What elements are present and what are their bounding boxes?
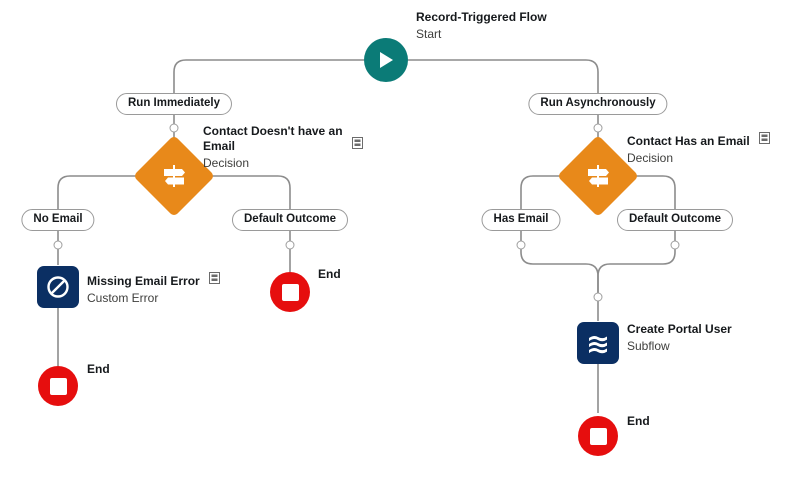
add-element-connector[interactable] <box>169 123 179 133</box>
subflow-node[interactable] <box>577 322 619 364</box>
stop-icon <box>281 283 299 301</box>
stop-icon <box>49 377 67 395</box>
add-element-connector[interactable] <box>670 240 680 250</box>
decision-signpost-icon <box>160 162 188 190</box>
subflow-waves-icon <box>589 335 607 354</box>
decision-right-label: Contact Has an Email Decision <box>627 131 771 166</box>
stop-icon <box>589 427 607 445</box>
decision-left-subtitle: Decision <box>203 156 250 170</box>
decision-left-title: Contact Doesn't have an Email <box>203 124 343 153</box>
decision-left-title-row: Contact Doesn't have an Email <box>203 124 364 155</box>
custom-error-subtitle: Custom Error <box>87 291 159 305</box>
pill-run-immediately[interactable]: Run Immediately <box>115 93 233 115</box>
end-label-default-outcome-left: End <box>318 267 341 281</box>
custom-error-node[interactable] <box>37 266 79 308</box>
description-icon[interactable] <box>759 131 771 149</box>
add-element-connector[interactable] <box>53 240 63 250</box>
pill-has-email[interactable]: Has Email <box>481 209 561 231</box>
add-element-connector[interactable] <box>516 240 526 250</box>
pill-no-email[interactable]: No Email <box>21 209 95 231</box>
decision-node-contact-doesnt-have-email[interactable] <box>132 134 216 218</box>
custom-error-label: Missing Email Error Custom Error <box>87 271 221 306</box>
start-node-label: Record-Triggered Flow Start <box>416 8 547 42</box>
add-element-connector[interactable] <box>593 123 603 133</box>
end-node-subflow[interactable] <box>578 416 618 456</box>
start-node-title: Record-Triggered Flow <box>416 10 547 24</box>
end-node-custom-error[interactable] <box>38 366 78 406</box>
description-icon[interactable] <box>209 271 221 289</box>
decision-right-title-row: Contact Has an Email <box>627 131 771 150</box>
decision-right-subtitle: Decision <box>627 151 674 165</box>
decision-signpost-icon <box>584 162 612 190</box>
prohibited-icon <box>47 276 69 298</box>
custom-error-title: Missing Email Error <box>87 274 200 288</box>
custom-error-title-row: Missing Email Error <box>87 271 221 290</box>
end-label-custom-error: End <box>87 362 110 376</box>
end-label-subflow: End <box>627 414 650 428</box>
decision-right-title: Contact Has an Email <box>627 134 750 148</box>
pill-default-outcome-right[interactable]: Default Outcome <box>616 209 734 231</box>
start-node[interactable] <box>364 38 408 82</box>
add-element-connector[interactable] <box>285 240 295 250</box>
pill-run-asynchronously[interactable]: Run Asynchronously <box>528 93 668 115</box>
add-element-connector[interactable] <box>593 292 603 302</box>
subflow-subtitle: Subflow <box>627 339 670 353</box>
subflow-label: Create Portal User Subflow <box>627 320 732 354</box>
subflow-title: Create Portal User <box>627 322 732 336</box>
play-icon <box>380 52 393 68</box>
pill-default-outcome-left[interactable]: Default Outcome <box>231 209 349 231</box>
decision-node-contact-has-email[interactable] <box>556 134 640 218</box>
description-icon[interactable] <box>352 136 364 154</box>
start-node-subtitle: Start <box>416 27 442 41</box>
decision-left-label: Contact Doesn't have an Email Decision <box>203 124 364 171</box>
end-node-default-outcome-left[interactable] <box>270 272 310 312</box>
